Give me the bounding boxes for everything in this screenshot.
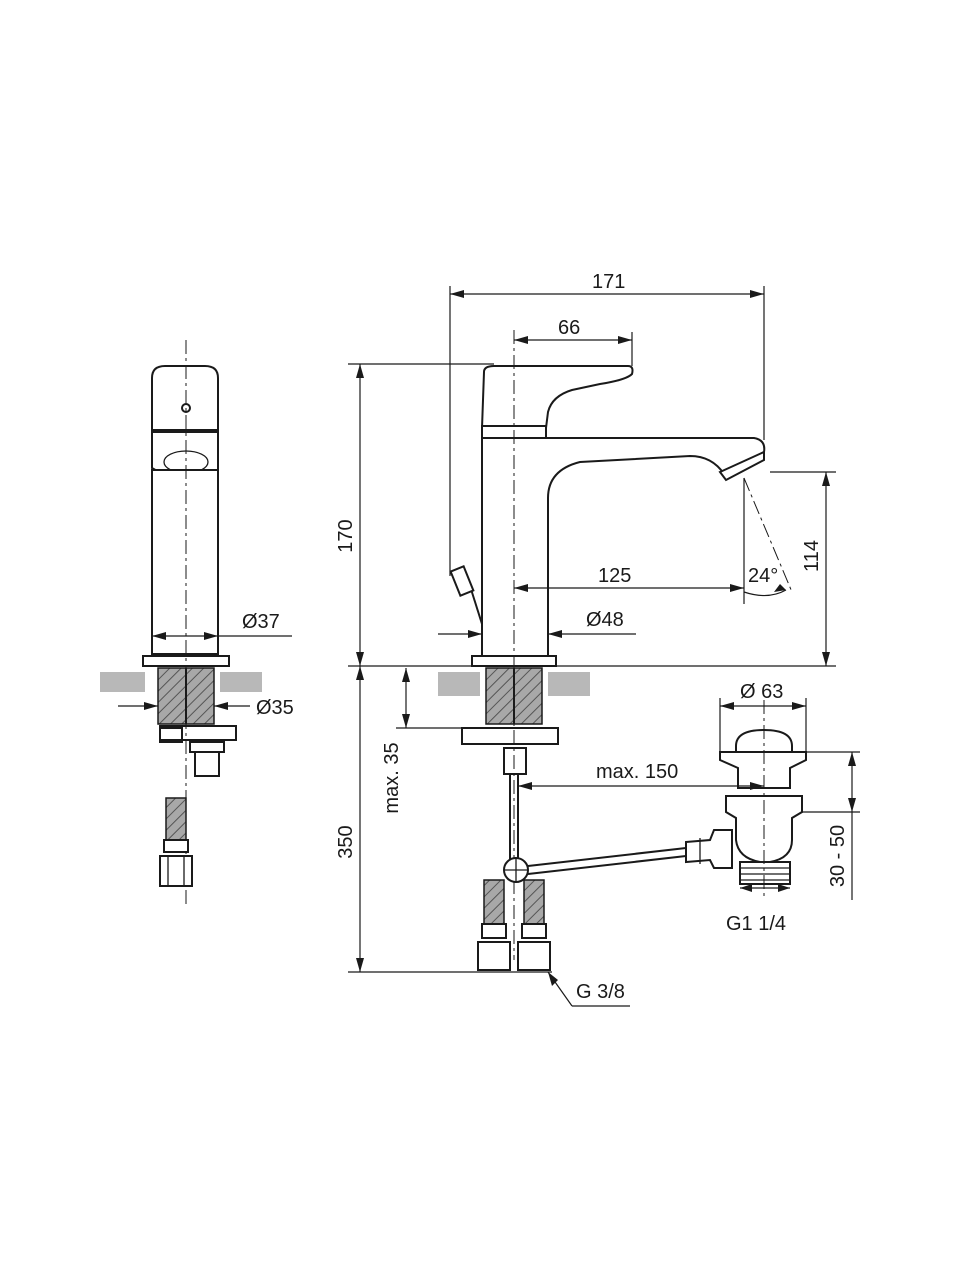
front-hose-left bbox=[483, 879, 505, 925]
label-3050: 30 - 50 bbox=[827, 825, 849, 887]
front-aerator bbox=[718, 450, 765, 482]
dim-arrow bbox=[402, 714, 410, 728]
dim-arrow bbox=[792, 702, 806, 710]
dim-arrow bbox=[750, 290, 764, 298]
dim-arrow bbox=[468, 630, 482, 638]
dim-arrow bbox=[720, 702, 734, 710]
dim-arrow bbox=[204, 632, 218, 640]
dim-arrow bbox=[356, 958, 364, 972]
front-hose-ferrule bbox=[521, 923, 547, 939]
dim-arrow bbox=[402, 668, 410, 682]
dim-arrow bbox=[778, 884, 790, 892]
label-g114: G1 1/4 bbox=[726, 913, 786, 935]
front-connector bbox=[503, 747, 527, 775]
front-hose-nut-left bbox=[477, 941, 511, 971]
stream-angle-line bbox=[743, 477, 793, 593]
front-hose-ferrule bbox=[481, 923, 507, 939]
front-popup-rod bbox=[469, 585, 483, 625]
dim-arrow bbox=[356, 364, 364, 378]
dim-arrow bbox=[750, 782, 764, 790]
side-view: Ø37 Ø35 bbox=[100, 340, 294, 905]
dim-arrow bbox=[548, 630, 562, 638]
front-hose-right bbox=[523, 879, 545, 925]
front-popup-knob bbox=[449, 565, 475, 597]
dim-arrow bbox=[618, 336, 632, 344]
label-114: 114 bbox=[801, 540, 823, 572]
dim-arrow bbox=[356, 666, 364, 680]
dim-arrow bbox=[774, 584, 786, 592]
side-countertop bbox=[100, 672, 262, 692]
waste-thread bbox=[739, 861, 791, 885]
dim-arrow bbox=[514, 336, 528, 344]
side-fixing-nut bbox=[159, 727, 183, 743]
label-d35: Ø35 bbox=[256, 697, 294, 719]
label-24deg: 24° bbox=[748, 565, 778, 587]
dim-arrow bbox=[450, 290, 464, 298]
side-hose-ferrule bbox=[163, 839, 189, 853]
front-countertop bbox=[438, 672, 590, 696]
label-d63: Ø 63 bbox=[740, 681, 783, 703]
dim-arrow bbox=[514, 584, 528, 592]
front-body-spout bbox=[481, 437, 766, 657]
waste-plug-cap bbox=[735, 728, 793, 753]
front-hose-nut-right bbox=[517, 941, 551, 971]
label-171: 171 bbox=[592, 271, 625, 293]
side-body bbox=[151, 469, 219, 655]
dim-arrow bbox=[848, 752, 856, 766]
label-350: 350 bbox=[335, 825, 357, 858]
dim-arrow bbox=[214, 702, 228, 710]
side-hose-nut bbox=[159, 855, 193, 887]
dim-arrow bbox=[144, 702, 158, 710]
dim-arrow bbox=[518, 782, 532, 790]
label-max150: max. 150 bbox=[596, 761, 678, 783]
dim-arrow bbox=[356, 652, 364, 666]
dim-arrow bbox=[740, 884, 752, 892]
label-d37: Ø37 bbox=[242, 611, 280, 633]
label-170: 170 bbox=[335, 519, 357, 552]
dim-arrow bbox=[730, 584, 744, 592]
dim-arrow bbox=[822, 652, 830, 666]
dim-arrow bbox=[152, 632, 166, 640]
side-connector-collar bbox=[189, 741, 225, 753]
dim-arrow bbox=[848, 798, 856, 812]
label-125: 125 bbox=[598, 565, 631, 587]
angle-arc bbox=[743, 589, 787, 597]
label-66: 66 bbox=[558, 317, 580, 339]
waste-side-port bbox=[685, 829, 733, 869]
dim-arrow bbox=[822, 472, 830, 486]
front-view: 171 66 170 125 24° 114 bbox=[335, 271, 860, 1007]
label-d48: Ø48 bbox=[586, 609, 624, 631]
front-fixing-plate bbox=[461, 727, 559, 745]
side-hose bbox=[165, 797, 187, 841]
waste-valve bbox=[685, 700, 807, 900]
dim-arrow bbox=[548, 972, 558, 986]
front-horizontal-rod bbox=[527, 847, 687, 867]
side-lever-head bbox=[151, 365, 219, 431]
label-g38: G 3/8 bbox=[576, 981, 625, 1003]
waste-plug-flange bbox=[719, 751, 807, 789]
front-horizontal-rod bbox=[527, 855, 687, 875]
label-max35: max. 35 bbox=[381, 742, 403, 813]
